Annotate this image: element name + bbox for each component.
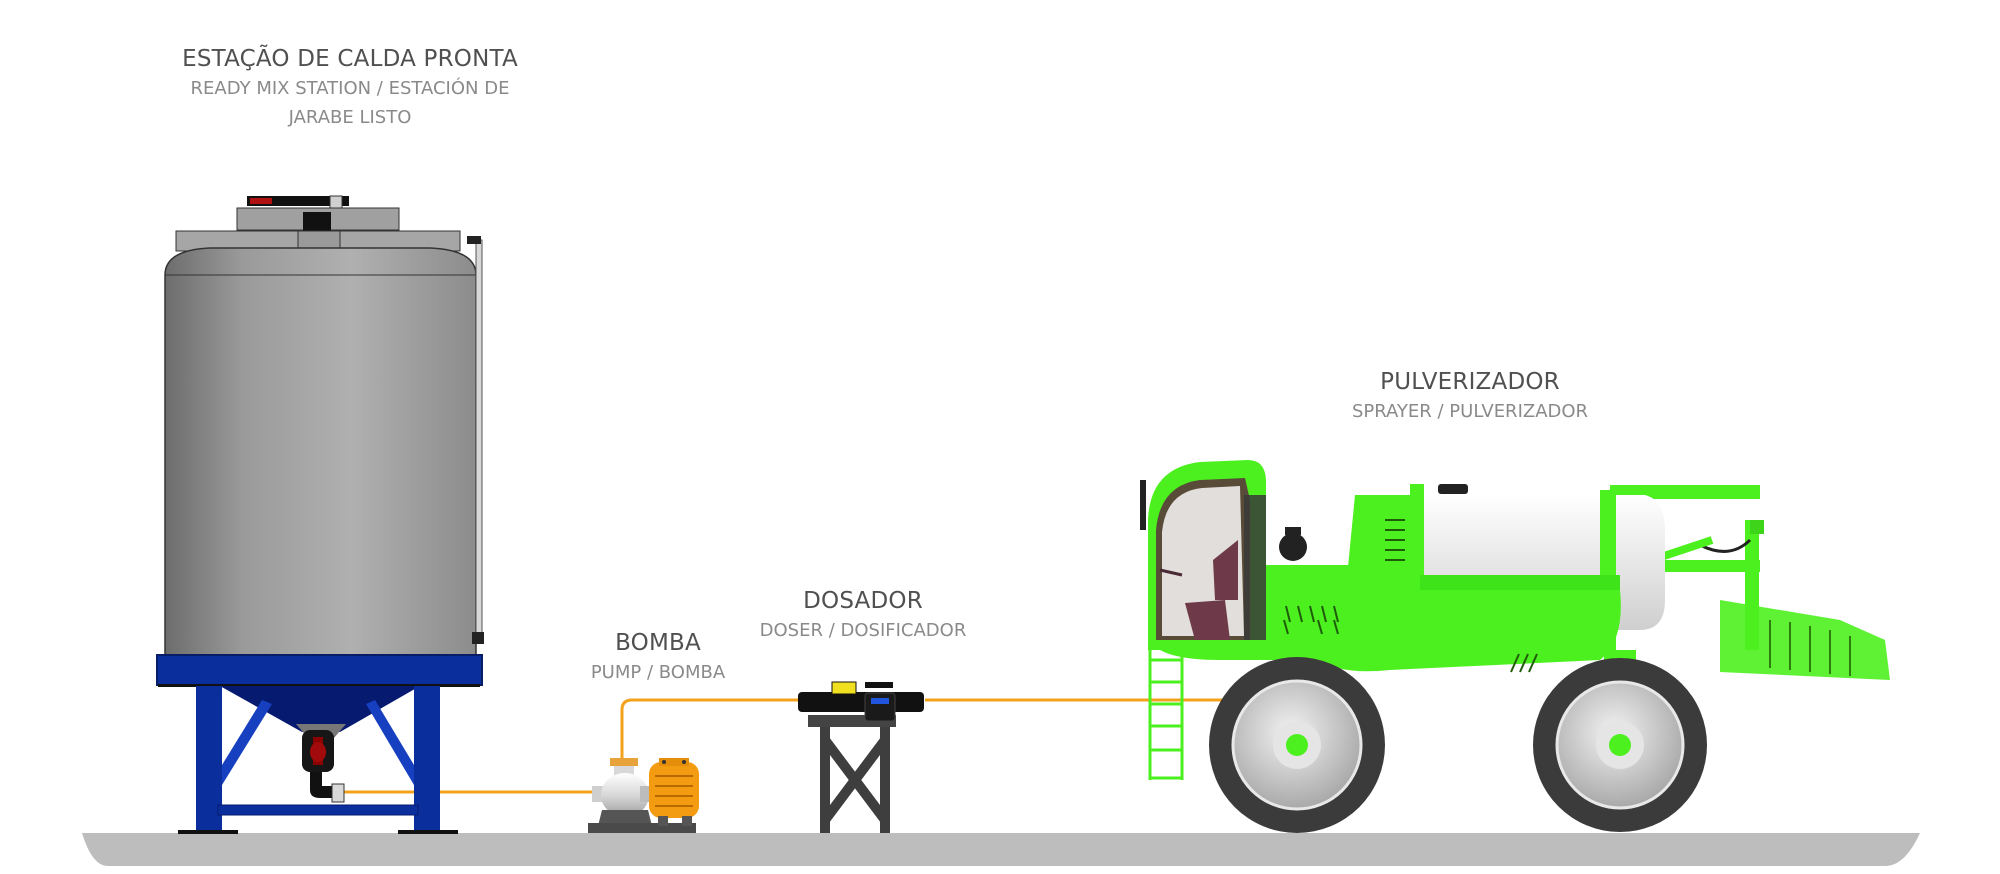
pump-title: BOMBA: [615, 630, 701, 656]
doser-title: DOSADOR: [803, 588, 923, 614]
doser-label: DOSADOR DOSER / DOSIFICADOR: [738, 586, 988, 645]
sprayer-vehicle: [1140, 460, 1890, 833]
sprayer-title: PULVERIZADOR: [1380, 369, 1560, 395]
pipe-pump-to-doser: [620, 698, 800, 760]
doser-unit: [798, 681, 924, 833]
sprayer-subtitle: SPRAYER / PULVERIZADOR: [1351, 401, 1589, 422]
doser-subtitle: DOSER / DOSIFICADOR: [759, 620, 967, 641]
mix-station-label: ESTAÇÃO DE CALDA PRONTA READY MIX STATIO…: [150, 44, 550, 132]
mix-station-title: ESTAÇÃO DE CALDA PRONTA: [182, 46, 518, 72]
mix-station-subtitle: READY MIX STATION / ESTACIÓN DE: [190, 78, 510, 99]
mix-station-subtitle-2: JARABE LISTO: [288, 107, 412, 128]
pump-label: BOMBA PUMP / BOMBA: [568, 628, 748, 687]
sprayer-label: PULVERIZADOR SPRAYER / PULVERIZADOR: [1330, 367, 1610, 426]
pump-subtitle: PUMP / BOMBA: [590, 662, 726, 683]
mix-station-tank: [156, 195, 484, 834]
rear-wheel: [1533, 650, 1707, 832]
front-wheel: [1209, 655, 1385, 833]
ground-slab: [82, 833, 1920, 866]
pump-unit: [588, 758, 699, 833]
